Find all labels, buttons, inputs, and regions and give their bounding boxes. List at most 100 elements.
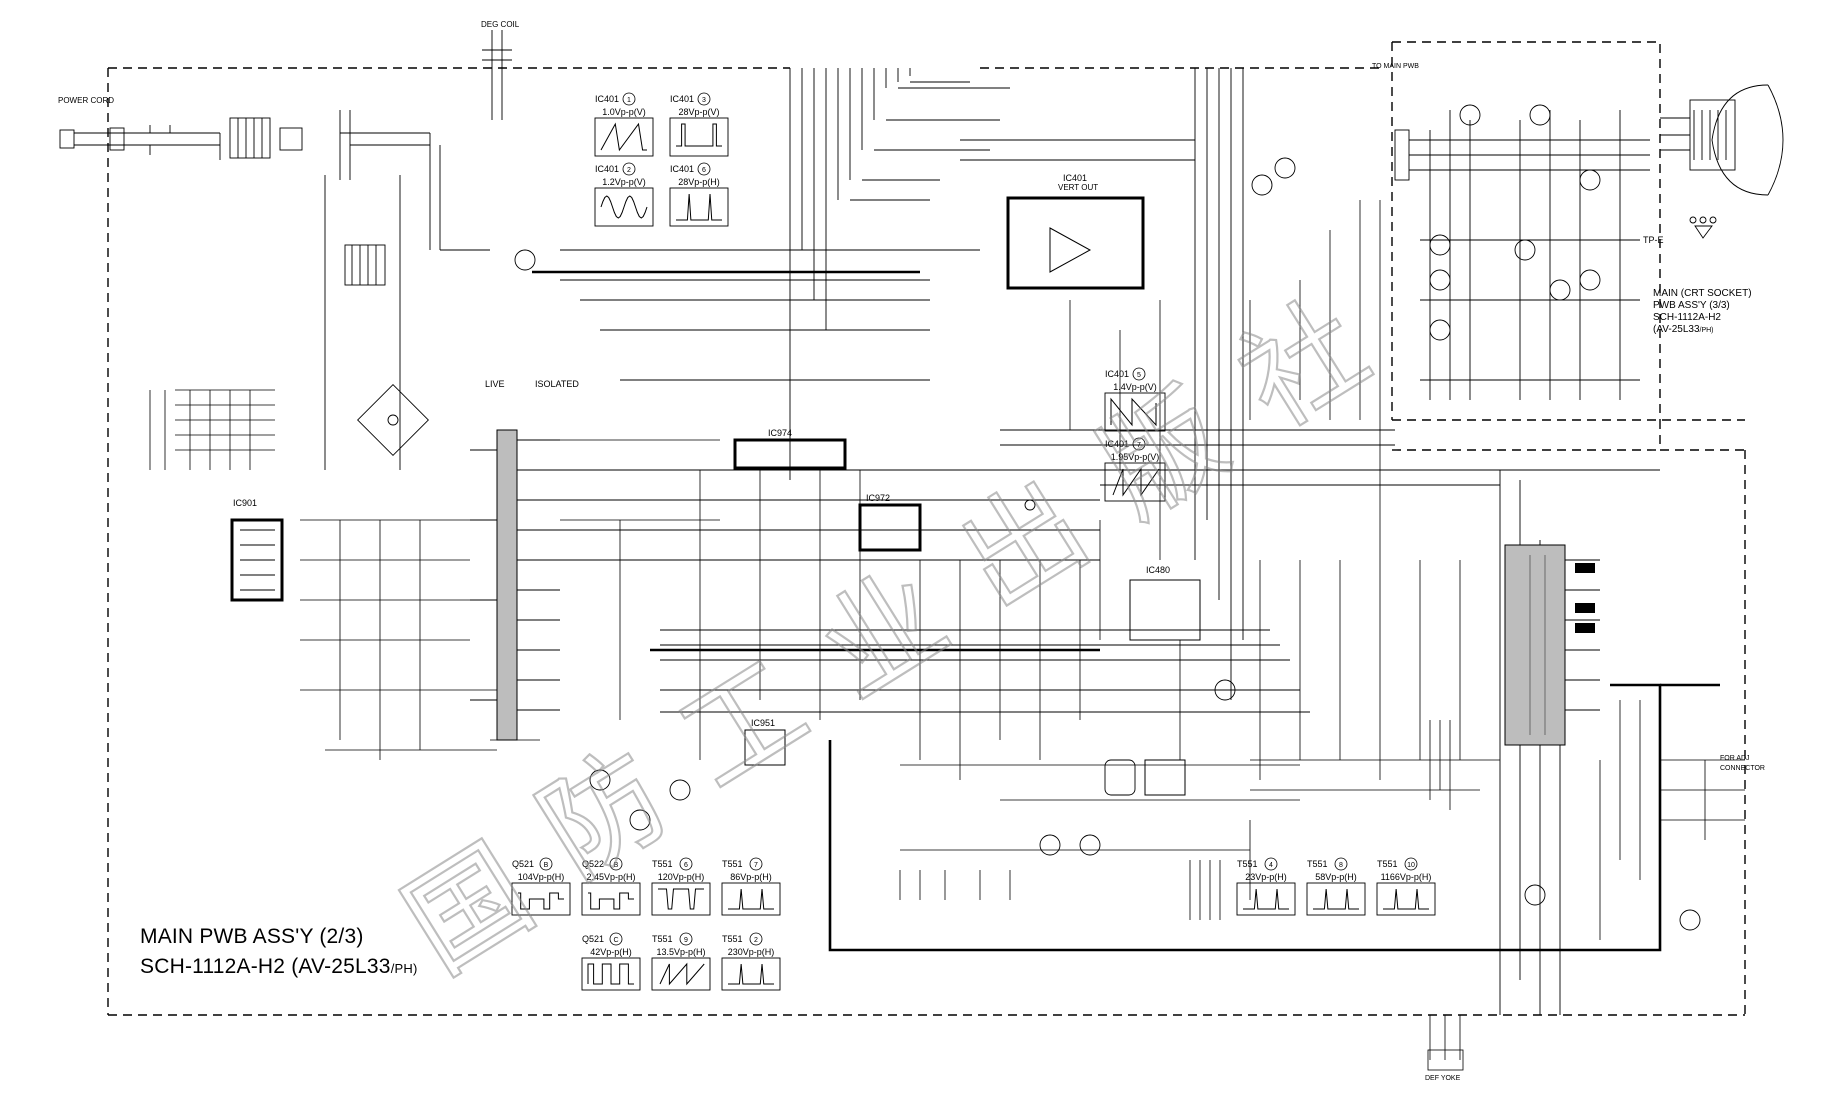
waveform-value: 104Vp-p(H) xyxy=(518,872,565,882)
waveform-number-circle xyxy=(1132,437,1146,451)
waveform-number-circle xyxy=(679,932,693,946)
waveform-number: B xyxy=(544,862,549,869)
to-main-pwb-label: TO MAIN PWB xyxy=(1372,63,1419,70)
waveform-value: 120Vp-p(H) xyxy=(658,872,705,882)
waveform-trace xyxy=(1383,888,1429,910)
tp-e-label: TP-E xyxy=(1643,235,1664,245)
waveform-number-circle xyxy=(697,92,711,106)
waveform-box xyxy=(651,957,711,991)
main-title-line2: SCH-1112A-H2 (AV-25L33/PH) xyxy=(140,955,418,979)
waveform-number: 4 xyxy=(1269,862,1273,869)
waveform-number: 7 xyxy=(1137,442,1141,449)
board-outlines xyxy=(107,41,1746,1016)
vert-out-label: VERT OUT xyxy=(1058,183,1098,192)
waveform-box xyxy=(721,882,781,916)
waveform-value: 230Vp-p(H) xyxy=(728,947,775,957)
waveform-ic-label: T551 xyxy=(1237,859,1258,869)
waveform-number: 10 xyxy=(1407,862,1415,869)
waveform-box xyxy=(1376,882,1436,916)
live-label: LIVE xyxy=(485,379,505,389)
waveform-number: C xyxy=(613,937,618,944)
waveform-box xyxy=(651,882,711,916)
waveform-trace xyxy=(728,888,774,910)
watermark-char: 版 xyxy=(1077,364,1250,544)
supply-rails xyxy=(520,68,1660,1015)
waveform-number-circle xyxy=(622,92,636,106)
waveform-box xyxy=(669,187,729,227)
for-adj-label: FOR ADJ xyxy=(1720,755,1750,762)
waveform-ic-label: T551 xyxy=(652,934,673,944)
waveform-trace xyxy=(1110,397,1157,427)
waveform-number-circle xyxy=(1264,857,1278,871)
waveform-ic-label: Q521 xyxy=(512,859,534,869)
waveform-ic-label: T551 xyxy=(722,934,743,944)
text-labels: DEG COIL POWER CORD LIVE ISOLATED VERT O… xyxy=(58,20,1765,1082)
waveform-box xyxy=(1306,882,1366,916)
crt-title-line3: SCH-1112A-H2 xyxy=(1653,312,1721,323)
waveform-box xyxy=(594,117,654,157)
waveform-number-circle xyxy=(609,932,623,946)
waveform-number: 8 xyxy=(1339,862,1343,869)
crt-title-line2: PWB ASS'Y (3/3) xyxy=(1653,300,1730,311)
waveform-value: 13.5Vp-p(H) xyxy=(656,947,705,957)
main-title-model: SCH-1112A-H2 (AV-25L33 xyxy=(140,955,391,978)
def-yoke-label: DEF YOKE xyxy=(1425,1075,1461,1082)
transistors xyxy=(514,249,1701,931)
waveform-number-circle xyxy=(609,857,623,871)
waveform-box xyxy=(669,117,729,157)
waveform-box xyxy=(581,882,641,916)
waveform-number-circle xyxy=(679,857,693,871)
crt-board-title: MAIN (CRT SOCKET) PWB ASS'Y (3/3) SCH-11… xyxy=(1653,288,1752,335)
ic-label: IC972 xyxy=(866,493,890,503)
waveform-ic-label: IC401 xyxy=(670,94,694,104)
ic-label: IC974 xyxy=(768,428,792,438)
isolated-label: ISOLATED xyxy=(535,379,579,389)
waveform-number: 3 xyxy=(702,97,706,104)
main-title-line1: MAIN PWB ASS'Y (2/3) xyxy=(140,925,364,948)
waveform-trace xyxy=(659,962,705,986)
waveform-number-circle xyxy=(697,162,711,176)
waveform-number: 5 xyxy=(1137,372,1141,379)
waveform-ic-label: Q521 xyxy=(582,934,604,944)
component-wiring xyxy=(149,200,1745,1071)
waveform-ic-label: IC401 xyxy=(1105,369,1129,379)
waveform-trace xyxy=(676,193,722,221)
waveform-trace xyxy=(1243,888,1289,910)
waveform-number: 2 xyxy=(627,167,631,174)
ic-label: IC401 xyxy=(1063,173,1087,183)
waveform-number: B xyxy=(614,862,619,869)
waveform-value: 1.4Vp-p(V) xyxy=(1113,382,1157,392)
waveform-value: 28Vp-p(V) xyxy=(678,107,719,117)
waveform-box xyxy=(1236,882,1296,916)
waveform-number-circle xyxy=(1132,367,1146,381)
waveform-value: 1.0Vp-p(V) xyxy=(602,107,646,117)
waveform-value: 58Vp-p(H) xyxy=(1315,872,1357,882)
waveform-value: 1.2Vp-p(V) xyxy=(602,177,646,187)
waveform-trace xyxy=(728,963,774,985)
waveform-ic-label: T551 xyxy=(652,859,673,869)
waveform-ic-label: IC401 xyxy=(595,164,619,174)
waveform-trace xyxy=(1313,888,1359,910)
waveform-trace xyxy=(587,963,634,985)
waveform-trace xyxy=(1112,467,1160,497)
waveform-ic-label: IC401 xyxy=(595,94,619,104)
waveform-box xyxy=(581,957,641,991)
waveform-value: 1166Vp-p(H) xyxy=(1381,872,1432,882)
waveform-ic-label: IC401 xyxy=(670,164,694,174)
watermark-char: 工 xyxy=(657,634,830,814)
ic-label: IC951 xyxy=(751,718,775,728)
watermark-char: 业 xyxy=(797,544,970,724)
waveform-number-circle xyxy=(539,857,553,871)
crt-title-line1: MAIN (CRT SOCKET) xyxy=(1653,288,1752,299)
crt-title-line4: (AV-25L33/PH) xyxy=(1653,324,1714,335)
power-cord-label: POWER CORD xyxy=(58,96,114,105)
waveform-number-circle xyxy=(622,162,636,176)
waveform-number-circle xyxy=(1334,857,1348,871)
waveform-number: 6 xyxy=(702,167,706,174)
main-title-suffix: /PH) xyxy=(390,961,418,976)
waveform-number: 7 xyxy=(754,862,758,869)
